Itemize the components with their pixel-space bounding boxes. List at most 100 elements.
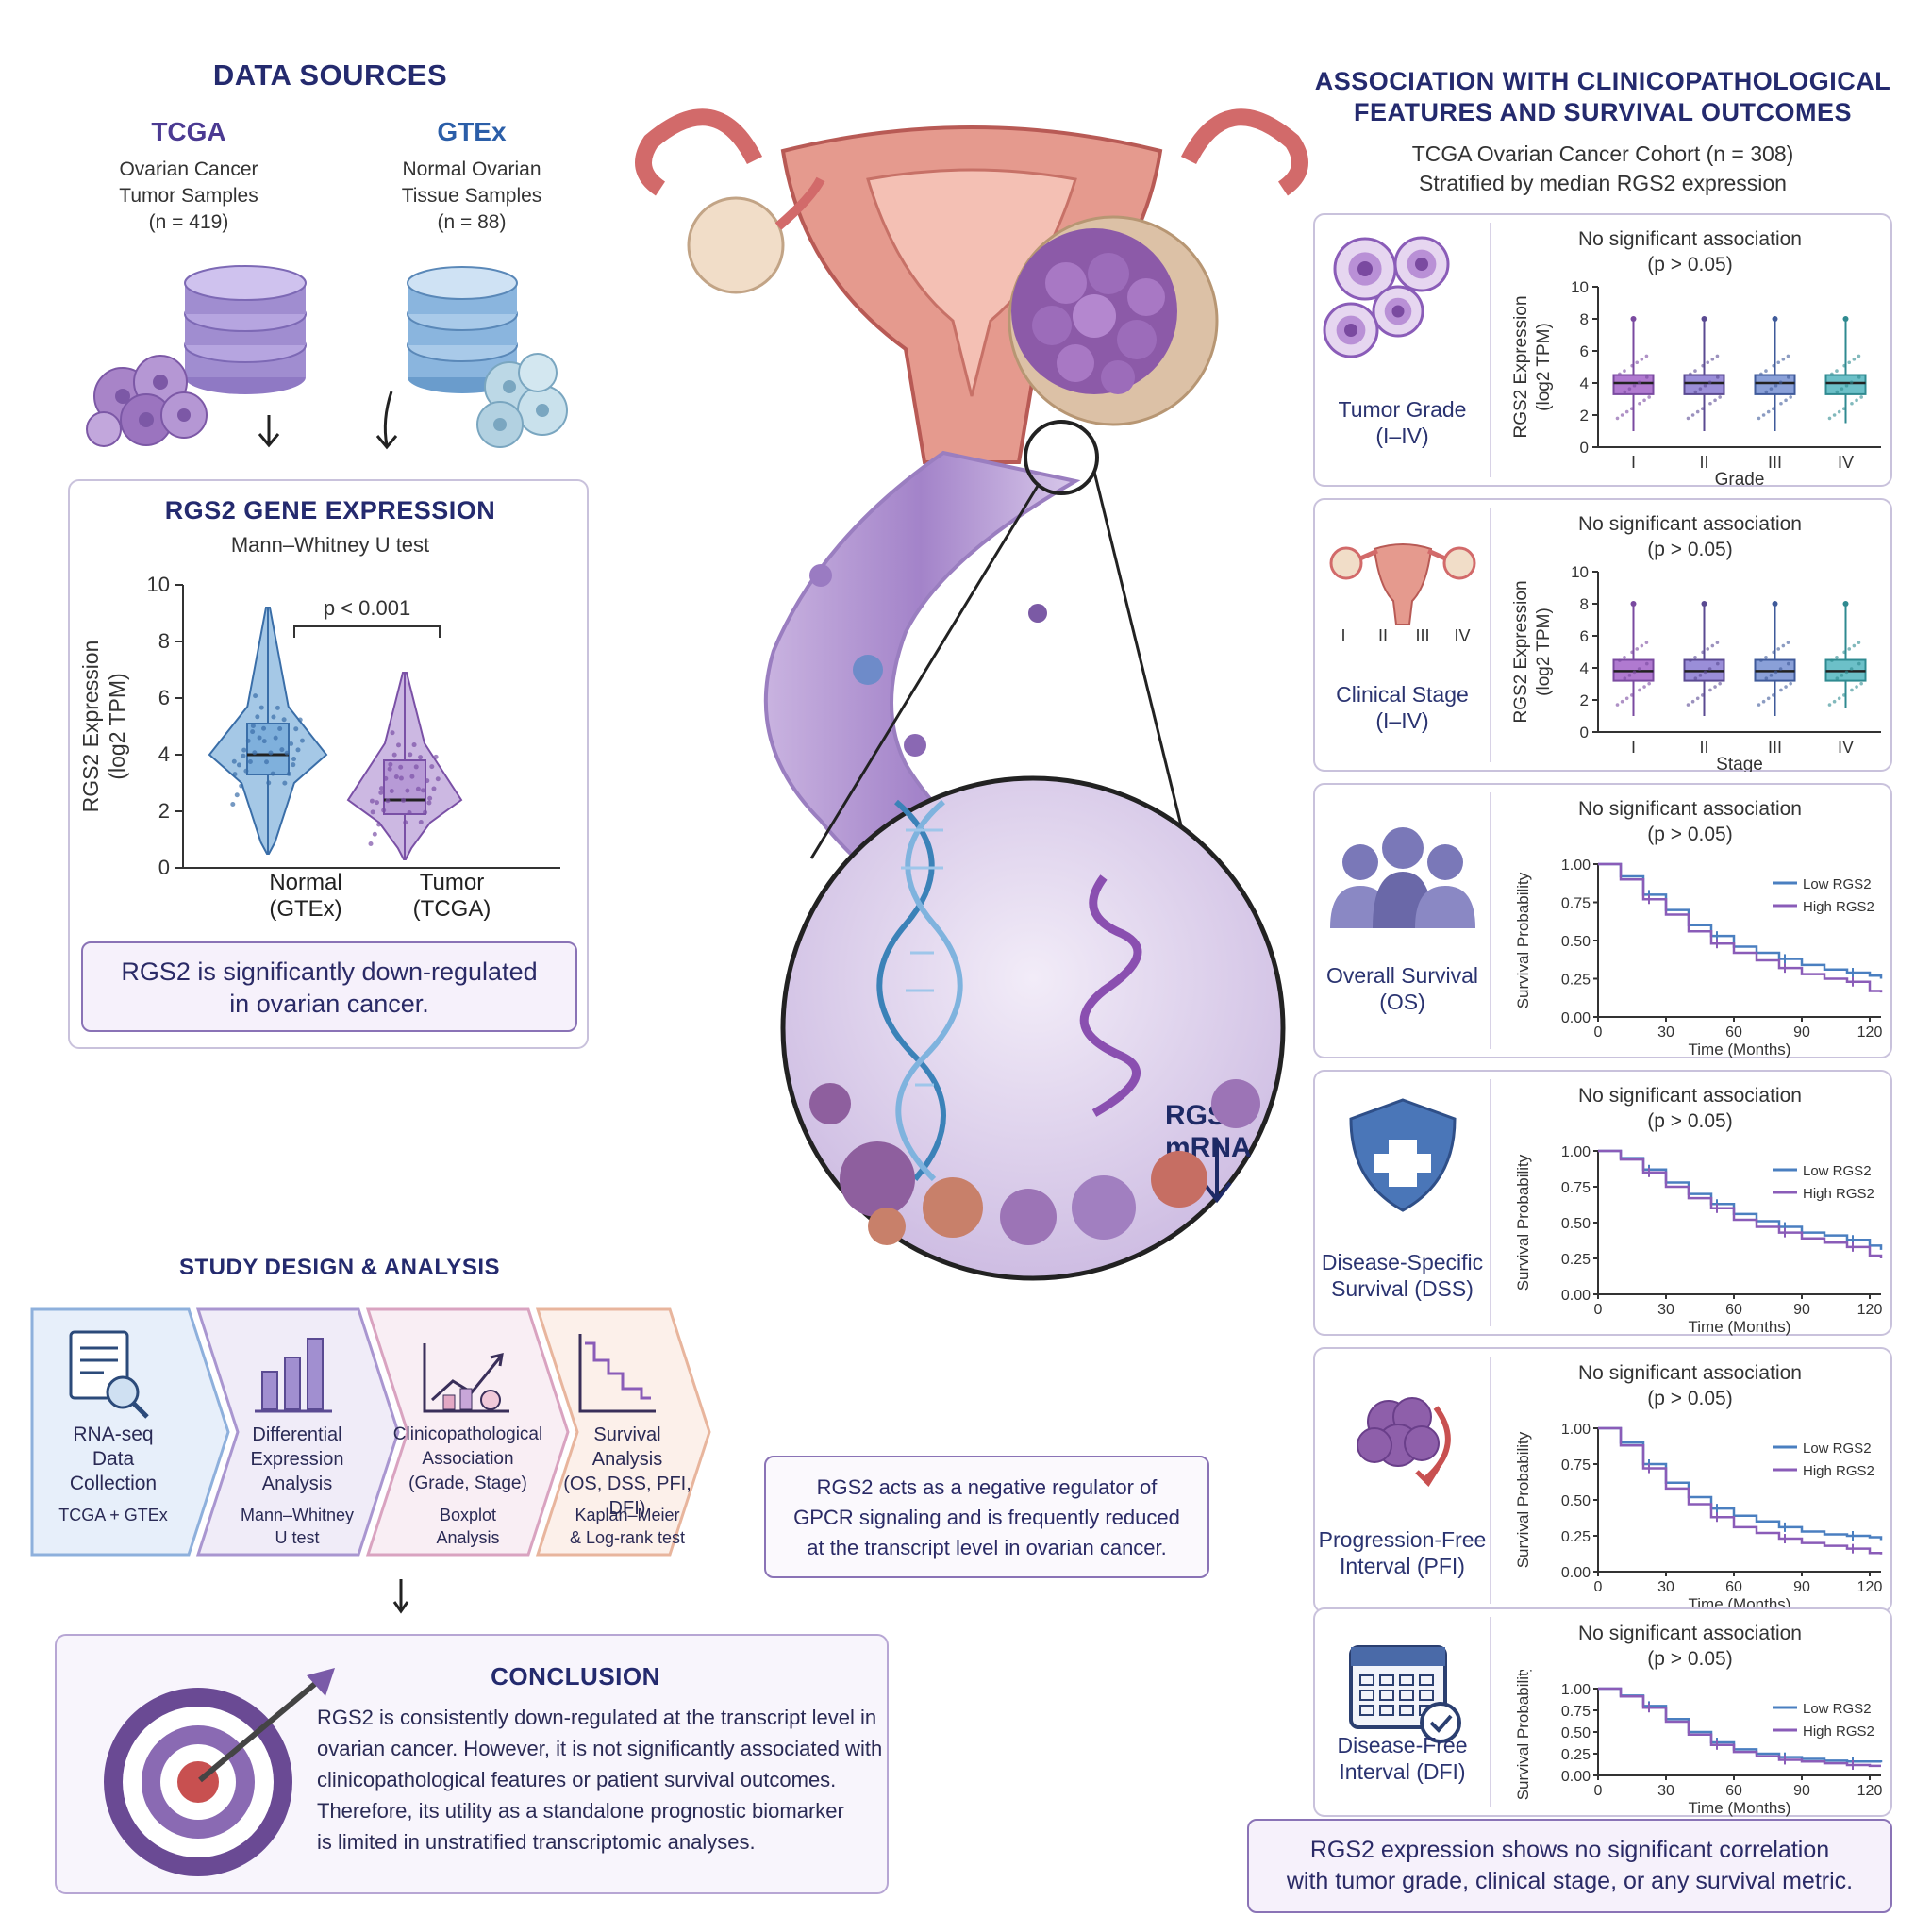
step-method-line2: U test (275, 1528, 320, 1547)
box-point (1764, 655, 1768, 659)
box-point (1842, 407, 1846, 410)
violin-point (379, 786, 385, 791)
tumor-cell-cluster (809, 1079, 1260, 1245)
row-label-os: Overall Survival(OS) (1315, 962, 1490, 1015)
box-stage-I (1612, 601, 1655, 716)
box-point (1707, 667, 1712, 671)
row-label-line: Clinical Stage (1336, 682, 1469, 707)
box-point (1842, 693, 1846, 697)
box-point (1706, 360, 1710, 365)
box-point (1776, 360, 1781, 365)
mrna-icon (1079, 874, 1142, 1117)
calendar-check-icon (1349, 1645, 1461, 1743)
box-point (1769, 387, 1774, 391)
box-point (1701, 693, 1705, 697)
y-tick-label: 0.00 (1561, 1010, 1591, 1026)
violin-point (243, 768, 249, 774)
box-point (1786, 375, 1790, 379)
box-point (1844, 670, 1849, 675)
violin-point (388, 761, 393, 767)
box-point (1772, 363, 1775, 368)
box-point (1855, 398, 1858, 403)
box-point (1764, 676, 1769, 681)
box-point (1708, 401, 1712, 406)
gtex-database-icon (407, 266, 518, 393)
tumor-cells-icon (1323, 236, 1450, 358)
significance-line: (p > 0.05) (1647, 1388, 1733, 1409)
step-chevron-3 (365, 1307, 570, 1557)
violin-point (284, 750, 290, 756)
y-tick-label: 6 (158, 686, 170, 709)
box-point (1706, 647, 1710, 651)
y-tick-label: 0.75 (1561, 896, 1591, 912)
tcga-line1: Ovarian Cancer (119, 158, 258, 180)
box-point (1778, 667, 1783, 671)
y-tick-label: 8 (158, 629, 170, 653)
violin-point (383, 775, 389, 781)
association-subtitle-line1: TCGA Ovarian Cancer Cohort (n = 308) (1411, 142, 1794, 166)
box-point (1618, 372, 1622, 376)
box-point (1840, 674, 1844, 677)
y-tick-label: 0.50 (1561, 1216, 1591, 1232)
y-tick-label: 1.00 (1561, 1144, 1591, 1160)
box-point (1850, 401, 1854, 406)
box-point (1766, 409, 1771, 414)
y-tick-label: 0.25 (1561, 1529, 1591, 1545)
x-tick-label: 60 (1725, 1783, 1742, 1799)
y-tick-label: 0.25 (1561, 1252, 1591, 1268)
box-point (1695, 409, 1700, 414)
box-point (1857, 661, 1861, 666)
violin-point (236, 762, 242, 768)
box-point (1701, 407, 1705, 410)
conclusion-text: RGS2 is consistently down-regulated at t… (317, 1702, 883, 1857)
group-tumor-sub: (TCGA) (412, 896, 491, 922)
km-curve-low (1598, 1426, 1883, 1541)
row-divider (1490, 792, 1491, 1049)
pvalue-bracket: p < 0.001 (293, 596, 441, 638)
conclusion-line-3: clinicopathological features or patient … (317, 1768, 837, 1791)
pvalue-label: p < 0.001 (324, 596, 410, 620)
x-tick-label: 90 (1793, 1783, 1810, 1799)
box-point (1779, 688, 1783, 692)
box-outlier (1630, 316, 1637, 322)
x-tick-label: 90 (1793, 1302, 1810, 1318)
group-normal-name: Normal (269, 870, 342, 895)
legend-low-label: Low RGS2 (1803, 876, 1872, 892)
box-point (1635, 360, 1640, 365)
y-tick-label: 0.50 (1561, 1493, 1591, 1509)
violin-point (289, 741, 294, 747)
row-label-line: Interval (PFI) (1340, 1554, 1465, 1578)
box-outlier (1701, 601, 1707, 607)
row-grade: Tumor Grade(I–IV)No significant associat… (1313, 213, 1892, 487)
violin-point (291, 757, 297, 762)
conclusion-line-1: RGS2 is consistently down-regulated at t… (317, 1706, 877, 1729)
violin-point (425, 778, 430, 784)
x-tick-label: I (1631, 453, 1636, 472)
box-point (1844, 383, 1849, 388)
conclusion-line-5: is limited in unstratified transcriptomi… (317, 1830, 756, 1854)
box-point (1620, 699, 1624, 704)
y-tick-label: 0.00 (1561, 1565, 1591, 1581)
y-tick-label: 10 (1571, 563, 1589, 581)
violin-point (234, 792, 240, 798)
step-method-line2: Analysis (436, 1528, 500, 1547)
y-tick-label: 4 (1580, 375, 1589, 392)
y-tick-label: 6 (1580, 342, 1589, 360)
box-point (1784, 685, 1788, 689)
survival-curve-icon (578, 1334, 656, 1413)
box-point (1715, 354, 1720, 358)
y-tick-label: 1.00 (1561, 1682, 1591, 1698)
center-callout-line1: RGS2 acts as a negative regulator of (816, 1475, 1158, 1499)
box-point (1693, 676, 1698, 681)
violin-point (369, 798, 375, 804)
box-point (1718, 395, 1722, 399)
box-point (1842, 650, 1846, 655)
violin-point (390, 730, 395, 736)
